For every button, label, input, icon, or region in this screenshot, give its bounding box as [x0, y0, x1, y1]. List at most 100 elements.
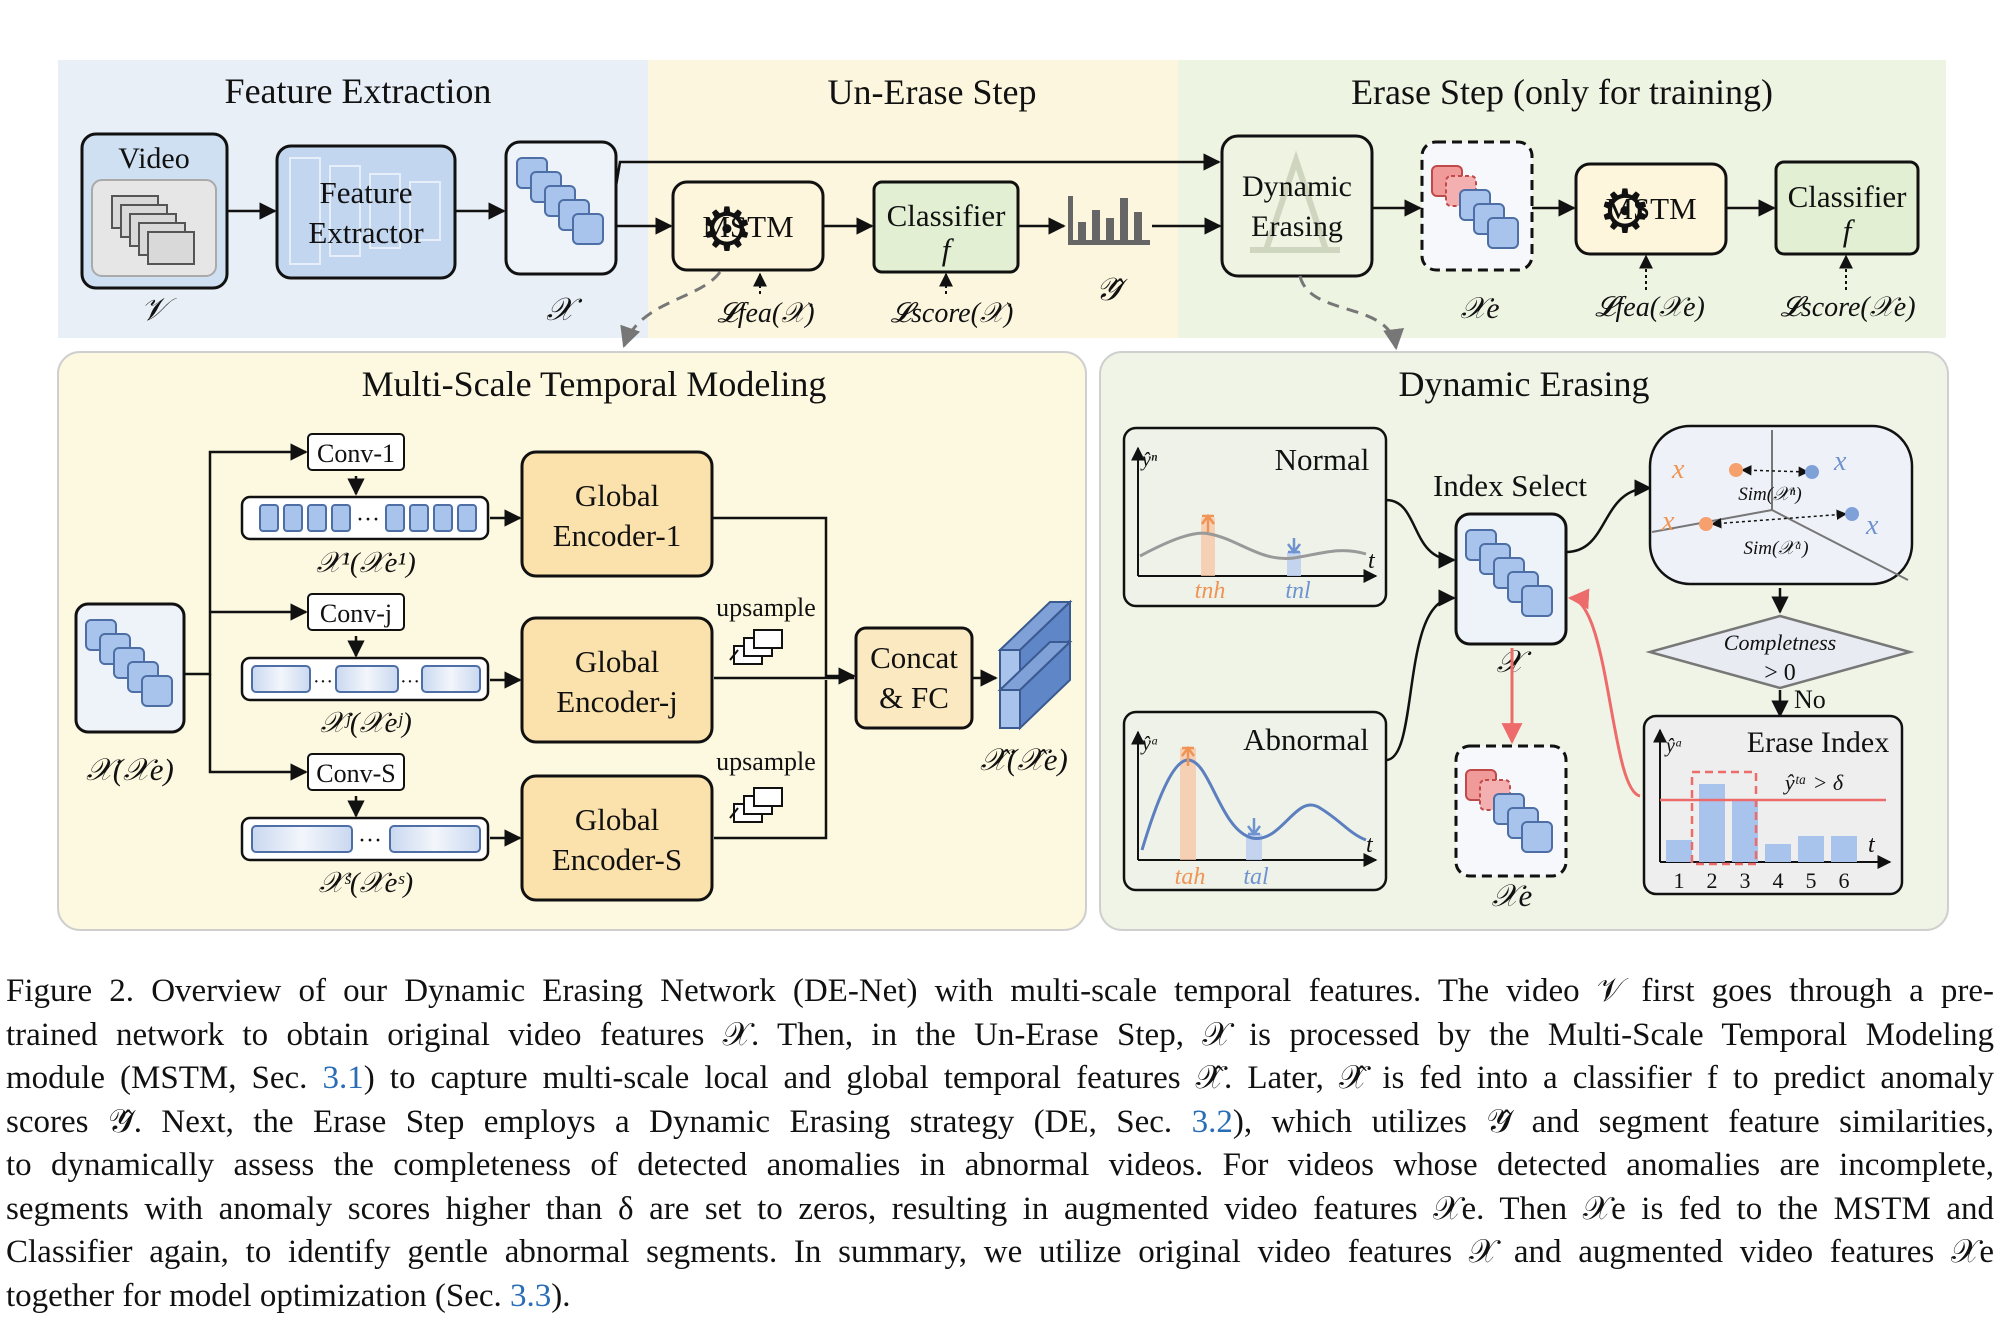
video-block: Video [80, 132, 229, 290]
x-nl-label: x [1833, 446, 1847, 477]
normal-t-axis-label: t [1368, 548, 1376, 574]
figure-caption: Figure 2. Overview of our Dynamic Erasin… [6, 970, 1994, 1318]
caption-line-6: segments with anomaly scores higher than… [6, 1190, 1994, 1227]
xj-label: 𝒳ʲ(𝒳eʲ) [320, 707, 412, 739]
caption-line-8-b: ). [551, 1277, 571, 1314]
index-select-label: Index Select [1433, 468, 1587, 503]
mstm-output-label: 𝒳̂(𝒳̂e) [980, 742, 1068, 777]
erase-index-tick: 4 [1773, 868, 1784, 893]
erase-index-bar [1831, 836, 1857, 862]
upsample-label-1: upsample [716, 593, 816, 622]
xe-symbol: 𝒳e [1460, 292, 1499, 325]
sim-a-label: Sim(𝒳ᵃ) [1743, 538, 1808, 559]
sim-n-label: Sim(𝒳ⁿ) [1738, 484, 1801, 505]
x1-feature-bar: ··· [240, 495, 490, 541]
caption-ref-3-1[interactable]: 3.1 [322, 1060, 364, 1096]
classifier2-label: Classifier [1788, 179, 1907, 214]
x1-dots: ··· [356, 507, 380, 533]
similarity-space: x x x x Sim(𝒳ⁿ) Sim(𝒳ᵃ) [1648, 424, 1914, 586]
erase-index-bar [1732, 800, 1758, 862]
caption-line-1: Figure 2. Overview of our Dynamic Erasin… [6, 973, 1994, 1009]
caption-line-5: to dynamically assess the completeness o… [6, 1147, 1994, 1183]
dynamic-erasing-line2: Erasing [1251, 210, 1343, 243]
conv-j-label: Conv-j [320, 599, 392, 628]
t-nl-label: tnl [1285, 578, 1311, 604]
caption-ref-3-2[interactable]: 3.2 [1191, 1103, 1233, 1140]
caption-line-3-b: ) to capture multi-scale local and globa… [363, 1060, 1994, 1096]
ge1-line1: Global [575, 478, 659, 513]
conv-s-box: Conv-S [307, 753, 405, 791]
ges-line1: Global [575, 802, 659, 837]
x-al-label: x [1865, 510, 1879, 541]
caption-line-8: together for model optimization (Sec. 3.… [6, 1275, 1994, 1319]
ya-axis-label-2: ŷᵃ [1664, 735, 1683, 757]
caption-line-3: module (MSTM, Sec. 3.1) to capture multi… [6, 1057, 1994, 1101]
erase-title: Erase Step (only for training) [1351, 72, 1773, 112]
gear-icon: ⚙ [700, 197, 754, 263]
xs-label: 𝒳ˢ(𝒳eˢ) [319, 867, 413, 899]
erase-t-axis-label: t [1868, 832, 1876, 858]
de-panel-title: Dynamic Erasing [1399, 364, 1650, 404]
concat-line2: & FC [879, 680, 949, 715]
de-x-block [1454, 512, 1568, 646]
normal-plot: Normal ŷⁿ t tnh tnl [1122, 426, 1388, 608]
conv-j-box: Conv-j [307, 593, 405, 631]
completeness-line1: Completness [1724, 630, 1836, 655]
erase-index-bars [1666, 784, 1857, 862]
caption-line-7: Classifier again, to identify gentle abn… [6, 1234, 1994, 1270]
xj-dots-2: ··· [400, 671, 420, 693]
un-erase-title: Un-Erase Step [828, 72, 1037, 112]
ge1-line2: Encoder-1 [553, 518, 681, 553]
abnormal-label: Abnormal [1243, 722, 1369, 757]
loop-red-arrow [1567, 588, 1641, 798]
dynamic-erasing-line1: Dynamic [1242, 170, 1352, 203]
concat-line1: Concat [870, 640, 958, 675]
conv-s-label: Conv-S [316, 759, 395, 788]
feature-extractor-block: Feature Extractor [275, 144, 457, 280]
upsample-icon [729, 629, 783, 665]
mstm-block: ⚙ MSTM [671, 180, 825, 272]
normal-label: Normal [1275, 442, 1370, 477]
dynamic-erasing-block: Dynamic Erasing [1220, 134, 1374, 278]
erase-index-bar [1798, 836, 1824, 862]
classifier-block: Classifier f [872, 180, 1020, 274]
erase-index-bar [1765, 844, 1791, 862]
mstm2-label: MSTM [1605, 191, 1696, 226]
upsample-icon [729, 787, 783, 823]
mstm-block-2: ⚙ MSTM [1574, 162, 1728, 256]
classifier-block-2: Classifier f [1774, 160, 1920, 256]
ges-line2: Encoder-S [552, 842, 682, 877]
xj-dots-1: ··· [313, 671, 333, 693]
conv-1-box: Conv-1 [307, 433, 405, 471]
x-features-block [504, 140, 618, 276]
feature-extraction-title: Feature Extraction [225, 71, 492, 111]
de-xe-label: 𝒳e [1492, 878, 1533, 913]
top-arrows [227, 153, 1776, 235]
caption-line-4-a: scores 𝒴̂. Next, the Erase Step employs … [6, 1103, 1192, 1140]
caption-ref-3-3[interactable]: 3.3 [510, 1277, 552, 1314]
t-ah-label: tah [1175, 864, 1206, 890]
no-label: No [1794, 685, 1826, 714]
l-fea-xe: 𝓛fea(𝒳e) [1595, 292, 1705, 323]
l-score-xe: 𝓛score(𝒳e) [1780, 292, 1915, 323]
de-xe-block [1454, 744, 1568, 878]
erase-index-tick: 1 [1674, 868, 1685, 893]
classifier-label: Classifier [887, 198, 1006, 233]
xs-feature-bar: ··· [240, 816, 490, 862]
xs-dots: ··· [358, 828, 382, 854]
expand-arrows [620, 271, 1405, 351]
mstm-input-block [74, 602, 186, 734]
feature-extractor-line2: Extractor [308, 215, 424, 250]
completeness-line2: > 0 [1764, 660, 1796, 686]
l-fea-x: 𝓛fea(𝒳) [717, 298, 814, 329]
global-encoder-1: Global Encoder-1 [520, 450, 714, 578]
mstm-output-stack [997, 599, 1073, 731]
scores-icon [1068, 196, 1150, 245]
erase-index-bar [1666, 840, 1692, 862]
mstm-panel-title: Multi-Scale Temporal Modeling [362, 364, 827, 404]
gej-line2: Encoder-j [556, 684, 678, 719]
erase-index-tick: 5 [1806, 868, 1817, 893]
caption-line-3-a: module (MSTM, Sec. [6, 1060, 323, 1096]
